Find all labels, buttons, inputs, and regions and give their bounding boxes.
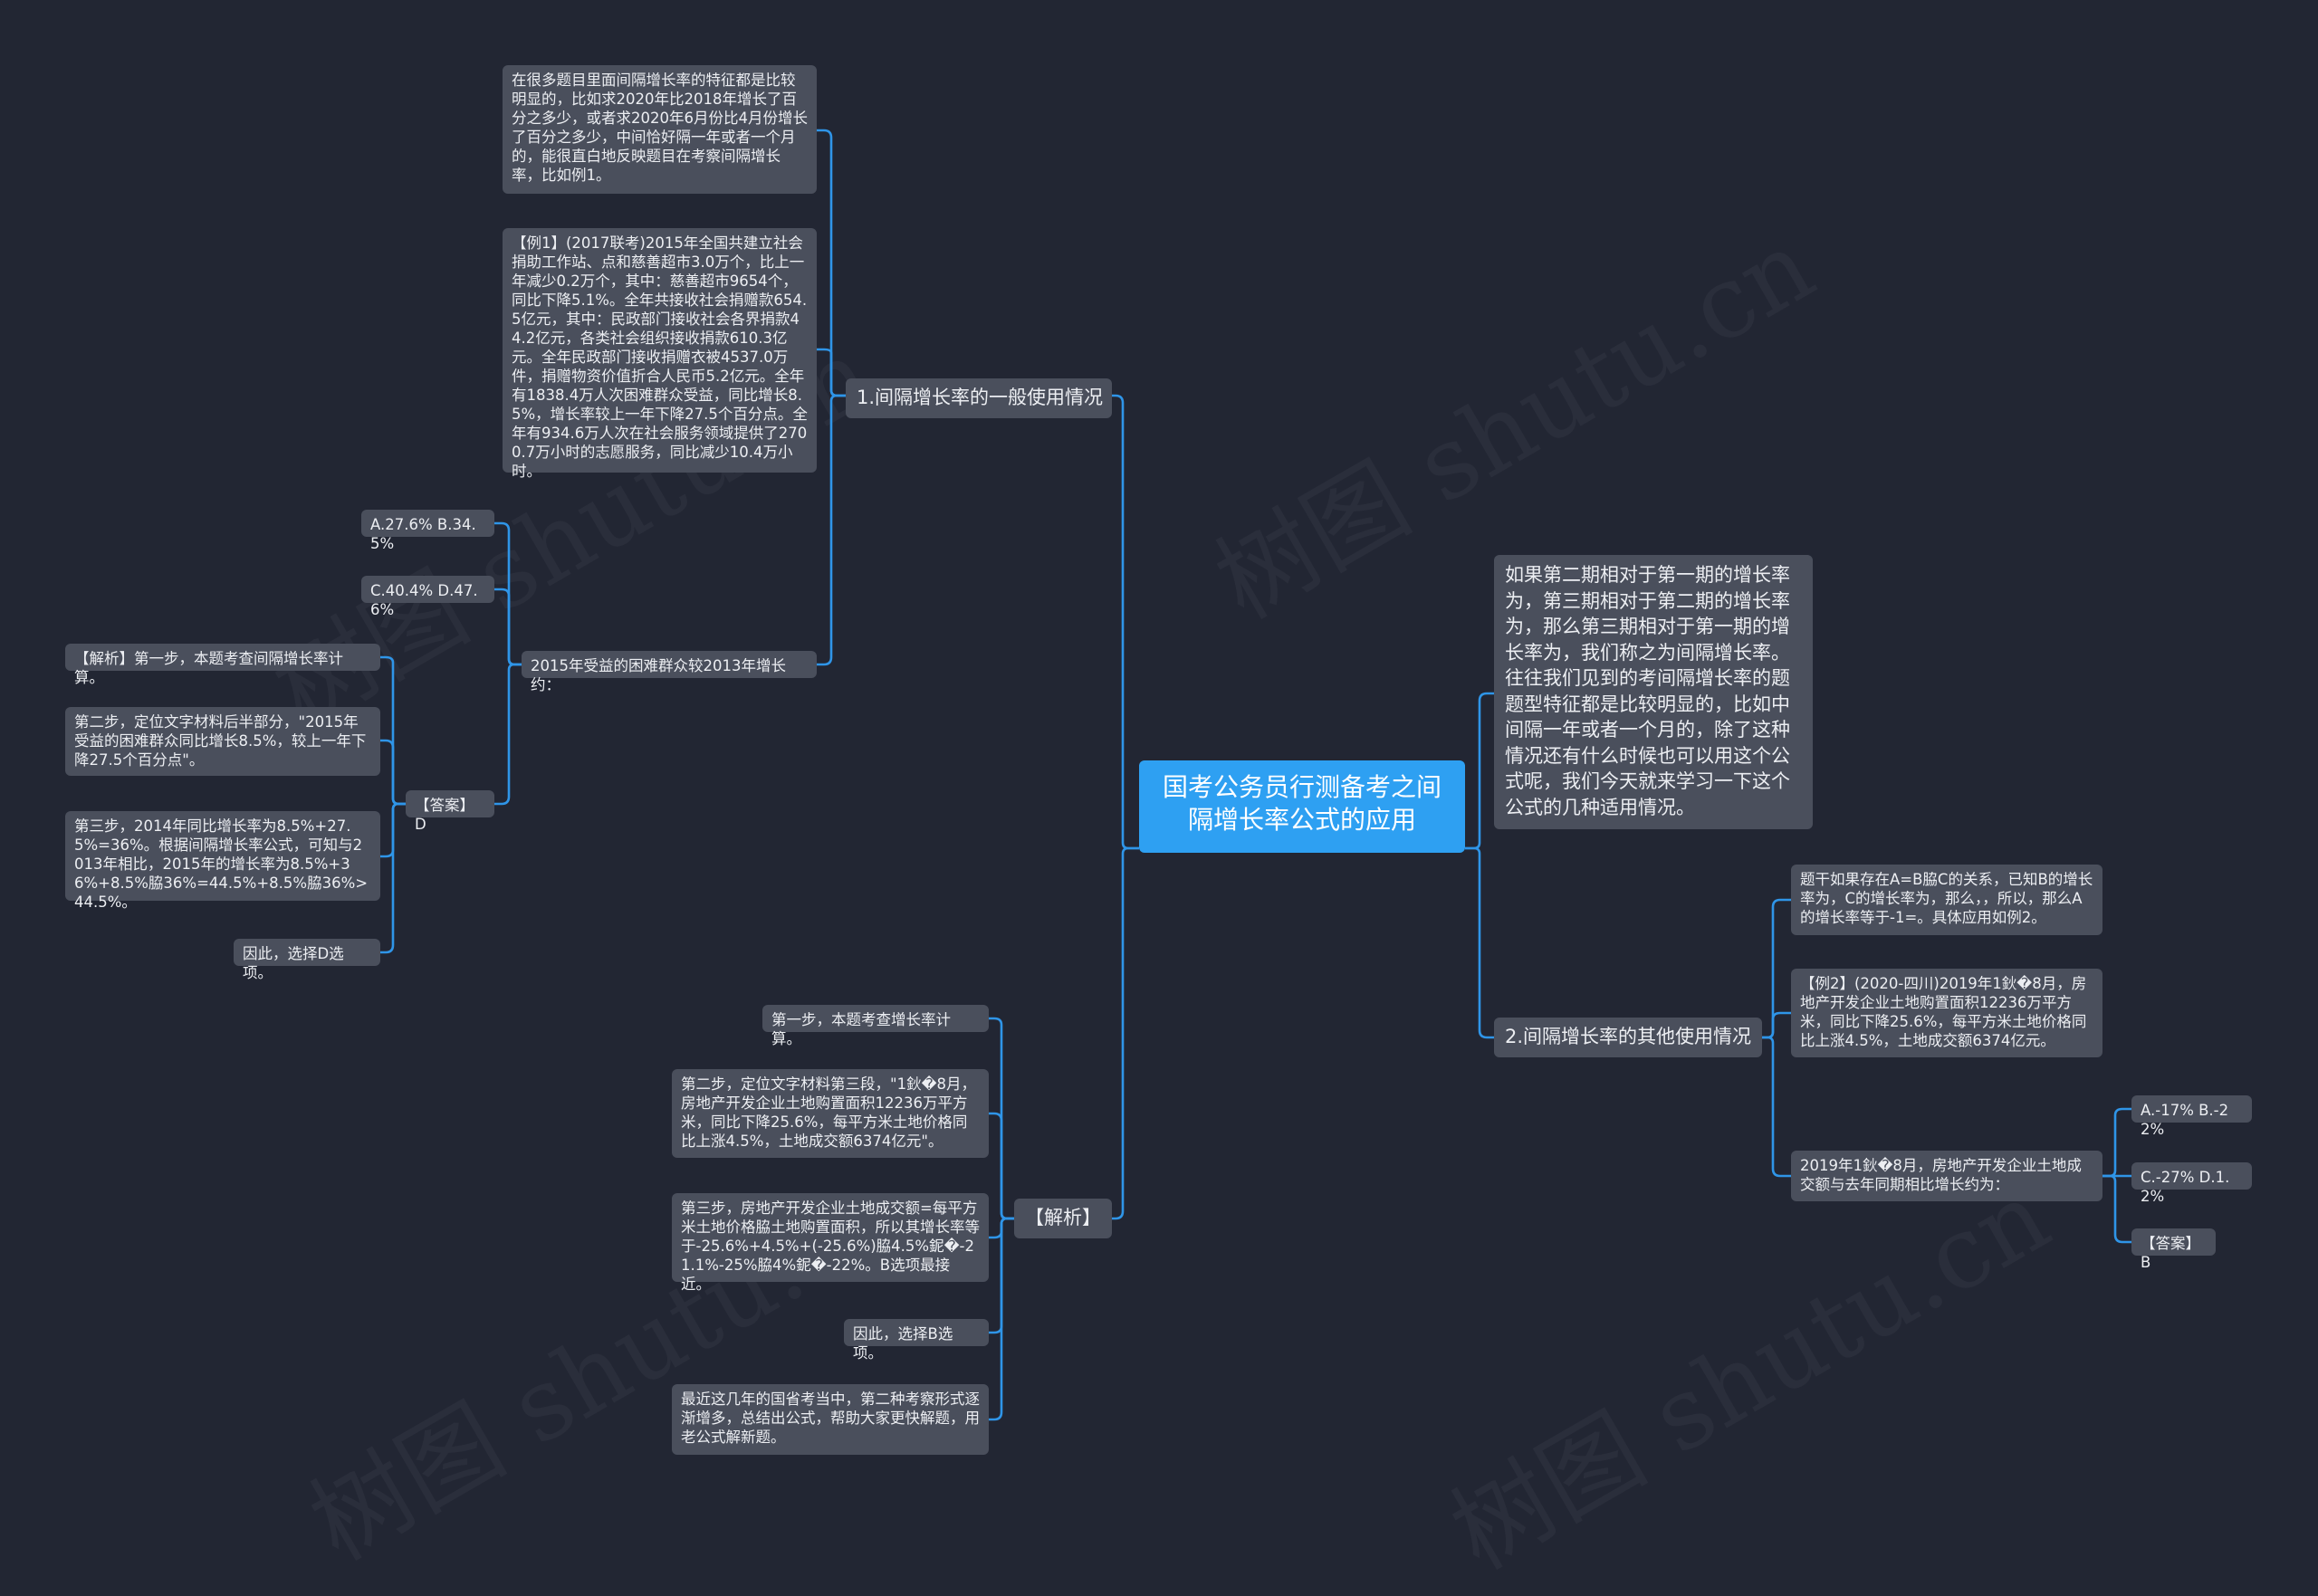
branch-analysis[interactable]: 【解析】: [1014, 1199, 1112, 1238]
analysis-summary[interactable]: 最近这几年的国省考当中，第二种考察形式逐渐增多，总结出公式，帮助大家更快解题，用…: [672, 1384, 989, 1455]
branch-general-usage[interactable]: 1.间隔增长率的一般使用情况: [846, 378, 1112, 418]
root-topic[interactable]: 国考公务员行测备考之间隔增长率公式的应用: [1139, 760, 1465, 853]
example2-option-cd[interactable]: C.-27% D.1.2%: [2131, 1162, 2252, 1205]
example1-option-cd[interactable]: C.40.4% D.47.6%: [361, 576, 494, 618]
example1-option-ab[interactable]: A.27.6% B.34.5%: [361, 510, 494, 552]
analysis-step2[interactable]: 第二步，定位文字材料第三段，"1鈥�8月，房地产开发企业土地购置面积12236万…: [672, 1069, 989, 1158]
analysis-conclusion[interactable]: 因此，选择B选项。: [844, 1319, 989, 1362]
example1-analysis-step1[interactable]: 【解析】第一步，本题考查间隔增长率计算。: [65, 644, 380, 686]
analysis-step3[interactable]: 第三步，房地产开发企业土地成交额=每平方米土地价格脇土地购置面积，所以其增长率等…: [672, 1193, 989, 1293]
example2-answer[interactable]: 【答案】B: [2131, 1228, 2216, 1271]
example1-analysis-step2[interactable]: 第二步，定位文字材料后半部分，"2015年受益的困难群众同比增长8.5%，较上一…: [65, 707, 380, 776]
example1-answer[interactable]: 【答案】D: [406, 790, 494, 833]
example2-option-ab[interactable]: A.-17% B.-22%: [2131, 1095, 2252, 1138]
branch1-description[interactable]: 在很多题目里面间隔增长率的特征都是比较明显的，比如求2020年比2018年增长了…: [503, 65, 817, 194]
branch-other-usage[interactable]: 2.间隔增长率的其他使用情况: [1494, 1018, 1762, 1057]
connector-lines: [380, 129, 2131, 1421]
example1-analysis-step3[interactable]: 第三步，2014年同比增长率为8.5%+27.5%=36%。根据间隔增长率公式，…: [65, 811, 380, 911]
analysis-step1[interactable]: 第一步，本题考查增长率计算。: [762, 1005, 989, 1047]
example1-question[interactable]: 2015年受益的困难群众较2013年增长约：: [522, 651, 817, 693]
branch2-description[interactable]: 题干如果存在A=B脇C的关系，已知B的增长率为，C的增长率为，那么，，所以，那么…: [1791, 865, 2102, 935]
example2-text[interactable]: 【例2】(2020-四川)2019年1鈥�8月，房地产开发企业土地购置面积122…: [1791, 969, 2102, 1057]
example1-text[interactable]: 【例1】(2017联考)2015年全国共建立社会捐助工作站、点和慈善超市3.0万…: [503, 228, 817, 480]
example1-analysis-conclusion[interactable]: 因此，选择D选项。: [234, 939, 380, 981]
example2-question[interactable]: 2019年1鈥�8月，房地产开发企业土地成交额与去年同期相比增长约为：: [1791, 1151, 2102, 1201]
intro-text[interactable]: 如果第二期相对于第一期的增长率为，第三期相对于第二期的增长率为，那么第三期相对于…: [1494, 555, 1813, 829]
